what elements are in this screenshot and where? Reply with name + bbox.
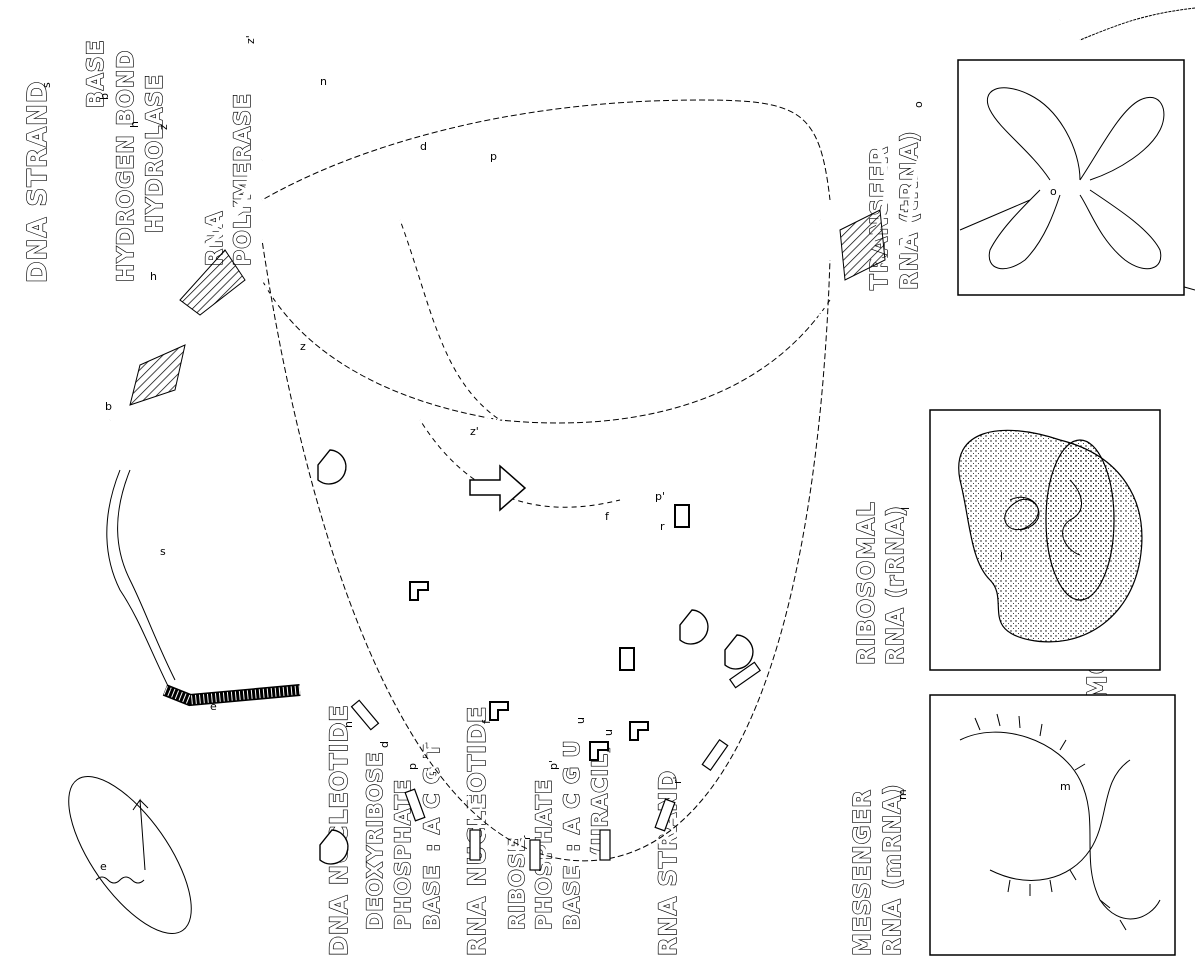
deoxyribose-sub: d (378, 741, 391, 748)
letter-o-1: o (1050, 185, 1057, 198)
phosphate-sub: p (406, 763, 419, 770)
dna-strand-label: DNA STRAND (23, 81, 53, 283)
heading-base-rna: BASE (560, 864, 584, 930)
base-sub: b (98, 93, 111, 100)
letter-z-1: z (300, 340, 306, 353)
mrna-box (930, 695, 1175, 955)
base-rna-label: BASE (560, 864, 584, 930)
heading-ribosomal: RIBOSOMAL (854, 501, 880, 665)
rna-strand-label: RNA STRAND (654, 770, 682, 956)
bases-rna-label: : A C G U (560, 739, 584, 852)
rrna-label: RNA (rRNA) (883, 505, 909, 665)
heading-polymerase: POLYMERASE (231, 93, 256, 266)
phosphate-rna-sub: p' (547, 760, 560, 770)
cell-illustration (46, 758, 214, 952)
dna-strand-sub: s (40, 82, 53, 88)
letter-l-1: l (1000, 550, 1003, 563)
dna-nucleotide-sub: n (342, 721, 355, 728)
messenger-label: MESSENGER (850, 789, 876, 956)
rrna-box (930, 410, 1160, 670)
letter-e-cell: e (100, 860, 107, 873)
trna-box (958, 60, 1184, 295)
letter-m-1: m (1060, 780, 1071, 793)
letter-h-1: h (150, 270, 157, 283)
heading-base-dna: BASE (420, 864, 444, 930)
letter-p1-1: p' (655, 490, 665, 503)
chromosome-strand (107, 470, 300, 700)
letter-d-1: d (420, 140, 427, 153)
letter-b-1: b (105, 400, 112, 413)
rrna-sub: l (899, 507, 912, 510)
polymerase-label: POLYMERASE (231, 93, 256, 266)
base-dna-label: BASE (420, 864, 444, 930)
letter-f-1: f (605, 510, 610, 523)
bases-rna-sub: u (574, 717, 587, 724)
heading-dna-nucleotide: DNA NUCLEOTIDE (325, 704, 353, 956)
deoxyribose-label: DEOXYRIBOSE (363, 751, 387, 930)
letter-z1-1: z' (470, 425, 479, 438)
heading-deoxyribose: DEOXYRIBOSE (363, 751, 387, 930)
trna-sub: o (912, 101, 925, 108)
heading-dna-strand: DNA STRAND (23, 81, 53, 283)
hydrolase-sub: z (157, 124, 170, 130)
heading-hydrolase: HYDROLASE (143, 74, 168, 233)
hydrogen-bond-label: HYDROGEN BOND (114, 49, 139, 282)
heading-rna-strand: RNA STRAND (654, 770, 682, 956)
heading-hydrogen-bond: HYDROGEN BOND (114, 49, 139, 282)
hydrolase-label: HYDROLASE (143, 74, 168, 233)
letter-e-chromosome: e (210, 700, 217, 713)
uracil-sub: u (602, 729, 615, 736)
letter-s-1: s (160, 545, 166, 558)
hydrogen-bond-sub: h (128, 121, 141, 128)
mrna-label: RNA (mRNA) (880, 783, 906, 956)
heading-mrna: RNA (mRNA) (880, 783, 906, 956)
heading-bases-rna: : A C G U (560, 739, 584, 852)
letter-r-1: r (660, 520, 665, 533)
dna-nucleotide-label: DNA NUCLEOTIDE (325, 704, 353, 956)
heading-rrna: RNA (rRNA) (883, 505, 909, 665)
letter-n-1: n (320, 75, 327, 88)
ribosomal-label: RIBOSOMAL (854, 501, 880, 665)
polymerase-sub: z' (244, 35, 257, 44)
mrna-sub: m (896, 789, 909, 800)
letter-p-1: p (490, 150, 497, 163)
rna-strand-sub: r' (671, 776, 684, 784)
heading-messenger: MESSENGER (850, 789, 876, 956)
